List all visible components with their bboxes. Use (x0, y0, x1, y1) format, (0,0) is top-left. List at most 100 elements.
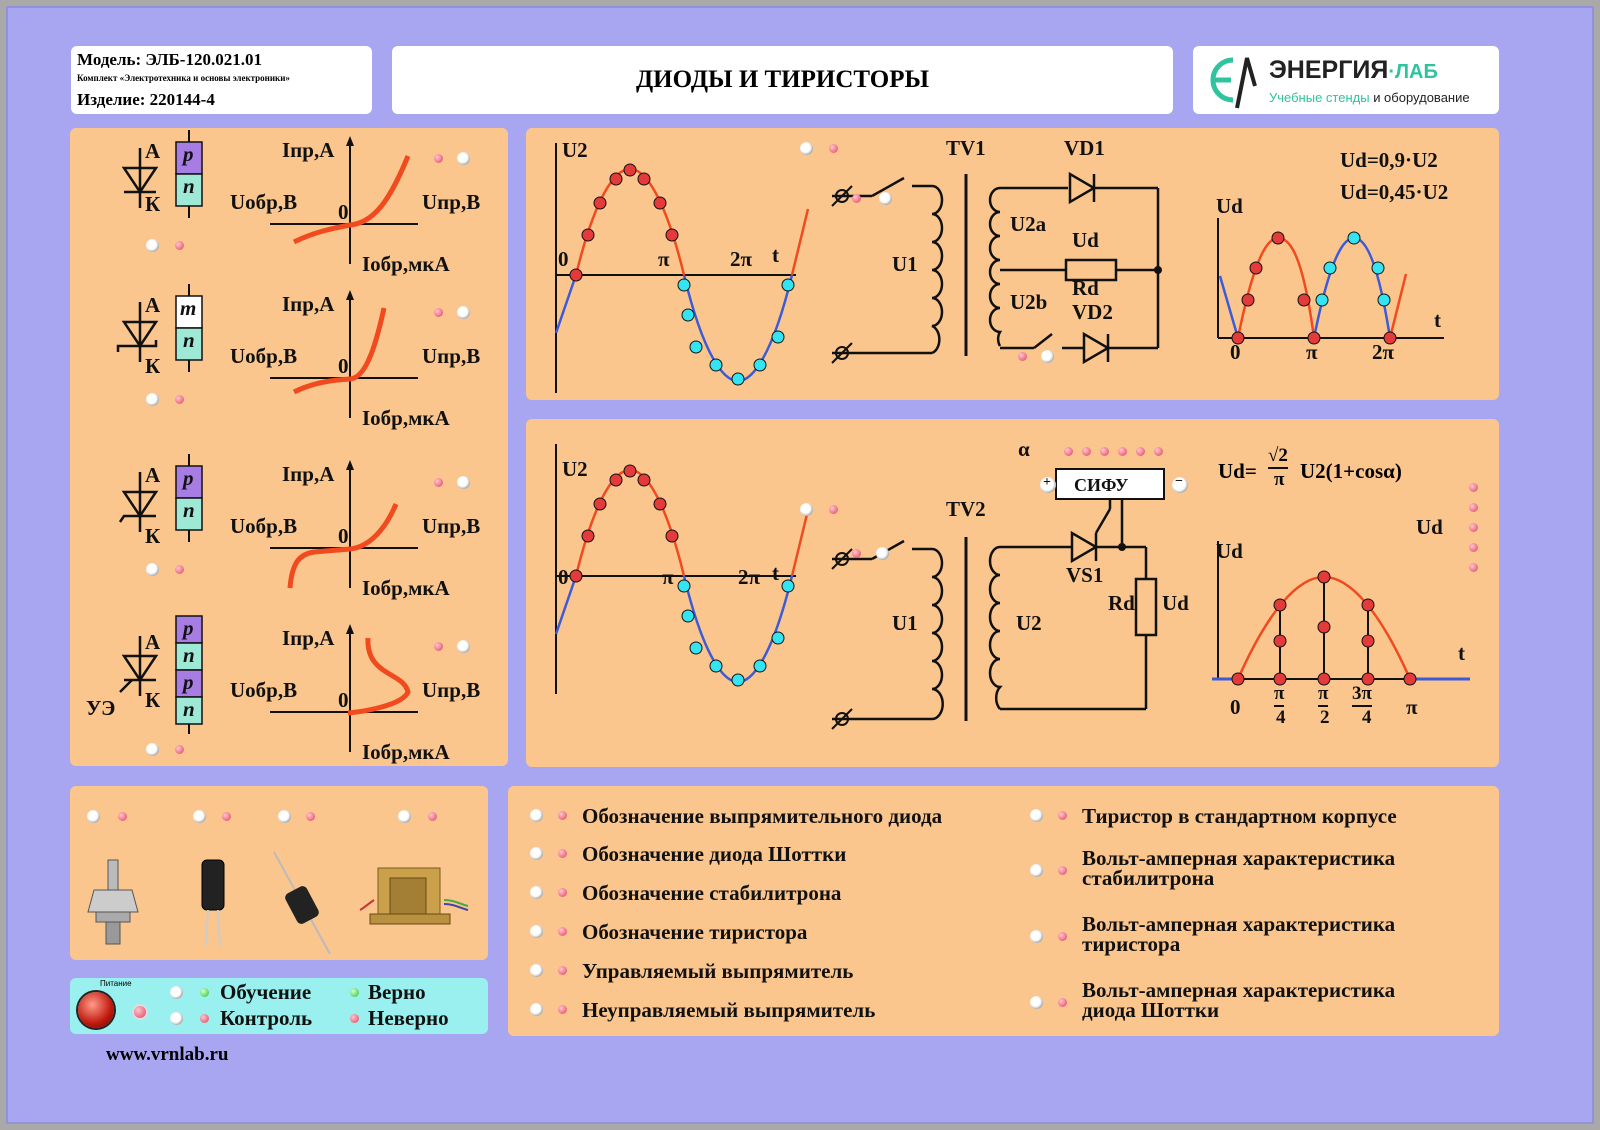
zero-label: 0 (338, 354, 349, 378)
kit-label: Комплект «Электротехника и основы электр… (77, 73, 290, 83)
u1-label: U1 (892, 611, 918, 635)
answer-button[interactable] (530, 964, 543, 977)
formula-sqrt: √2 (1268, 445, 1288, 469)
minus-label: − (1175, 474, 1183, 489)
question-text-line1: Вольт-амперная характеристика (1082, 978, 1396, 1002)
answer-button[interactable] (800, 142, 813, 155)
brand-logo-icon (1210, 57, 1257, 109)
control-mode-button[interactable] (170, 1012, 183, 1025)
ud-level-led (1469, 503, 1478, 512)
answer-button[interactable] (457, 640, 470, 653)
answer-button[interactable] (278, 810, 291, 823)
m-layer-label: m (180, 296, 197, 320)
question-text: Обозначение выпрямительного диода (582, 804, 943, 828)
t-2pi-label: 2π (730, 247, 753, 271)
tv2-label: TV2 (946, 497, 986, 521)
cathode-label: К (145, 192, 161, 216)
p-layer-label: p (183, 142, 194, 166)
question-text: Обозначение тиристора (582, 920, 808, 944)
answer-button[interactable] (879, 192, 892, 205)
formula-half-wave: Ud=0,45·U2 (1340, 180, 1449, 204)
cathode-label: К (145, 688, 161, 712)
correct-led (350, 988, 359, 997)
ipr-axis-label: Iпр,А (282, 292, 335, 316)
components-panel (70, 786, 488, 960)
diode-component-image-icon (273, 851, 331, 955)
answer-button[interactable] (1030, 930, 1043, 943)
ipr-axis-label: Iпр,А (282, 138, 335, 162)
out-ud-axis-label: Ud (1216, 539, 1243, 563)
answer-button[interactable] (876, 547, 889, 560)
answer-button[interactable] (1030, 864, 1043, 877)
iobr-axis-label: Iобр,мкА (362, 252, 450, 276)
indicator-led (852, 194, 861, 203)
answer-button[interactable] (87, 810, 100, 823)
brand-name-main: ЭНЕРГИЯ (1269, 56, 1389, 84)
out-zero-label: 0 (1230, 340, 1241, 364)
n-layer-label: n (183, 174, 195, 198)
cathode-label: К (145, 524, 161, 548)
learn-mode-button[interactable] (170, 986, 183, 999)
answer-button[interactable] (457, 476, 470, 489)
answer-button[interactable] (800, 503, 813, 516)
question-text-line2: тиристора (1082, 932, 1181, 956)
answer-button[interactable] (146, 239, 159, 252)
answer-button[interactable] (530, 847, 543, 860)
alpha-increase-button[interactable] (1040, 477, 1056, 493)
t-pi-label: π (662, 565, 674, 589)
tick-pi2-den: 2 (1320, 707, 1330, 728)
out-ud-axis-label: Ud (1216, 194, 1243, 218)
answer-button[interactable] (530, 1003, 543, 1016)
answer-button[interactable] (193, 810, 206, 823)
answer-button[interactable] (146, 743, 159, 756)
answer-button[interactable] (146, 563, 159, 576)
answer-button[interactable] (530, 809, 543, 822)
p-layer-label: p (183, 670, 194, 694)
alpha-decrease-button[interactable] (1172, 477, 1188, 493)
alpha-led (1118, 447, 1127, 456)
tick-3pi4-num: 3π (1352, 683, 1372, 707)
indicator-led (558, 966, 567, 975)
indicator-led (558, 927, 567, 936)
zero-label: 0 (338, 688, 349, 712)
answer-button[interactable] (398, 810, 411, 823)
indicator-led (175, 395, 184, 404)
out-pi-label: π (1306, 340, 1318, 364)
indicator-led (1058, 998, 1067, 1007)
u2b-label: U2b (1010, 290, 1048, 314)
ud-level-led (1469, 563, 1478, 572)
u1-label: U1 (892, 252, 918, 276)
iobr-axis-label: Iобр,мкА (362, 406, 450, 430)
uobr-axis-label: Uобр,В (230, 344, 298, 368)
answer-button[interactable] (457, 306, 470, 319)
answer-button[interactable] (146, 393, 159, 406)
answer-button[interactable] (1030, 809, 1043, 822)
indicator-led (175, 565, 184, 574)
answer-button[interactable] (1041, 350, 1054, 363)
n-layer-label: n (183, 328, 195, 352)
upr-axis-label: Uпр,В (422, 678, 481, 702)
vac-row-schottky: А К m n Iпр,А Uобр,В 0 Uпр,В Iобр,мкА (70, 282, 508, 432)
vs1-label: VS1 (1066, 563, 1104, 587)
input-waveform-2 (554, 444, 810, 694)
wrong-led (350, 1014, 359, 1023)
ud-label: Ud (1162, 591, 1189, 615)
correct-label: Верно (368, 980, 426, 1004)
tick-zero: 0 (1230, 695, 1241, 719)
brand-tagline: Учебные стенды и оборудование (1269, 90, 1470, 105)
alpha-led (1154, 447, 1163, 456)
power-led (134, 1006, 146, 1018)
plus-label: + (1043, 475, 1051, 490)
answer-button[interactable] (530, 925, 543, 938)
answer-button[interactable] (457, 152, 470, 165)
rd-label: Rd (1108, 591, 1135, 615)
iobr-axis-label: Iобр,мкА (362, 740, 450, 764)
control-mode-label: Контроль (220, 1006, 313, 1030)
power-button[interactable] (78, 992, 114, 1028)
t-pi-label: π (658, 247, 670, 271)
answer-button[interactable] (1030, 996, 1043, 1009)
brand-name-suffix: ·ЛАБ (1388, 61, 1438, 83)
ud-level-led (1469, 523, 1478, 532)
answer-button[interactable] (530, 886, 543, 899)
output-waveform-2 (1212, 541, 1470, 686)
